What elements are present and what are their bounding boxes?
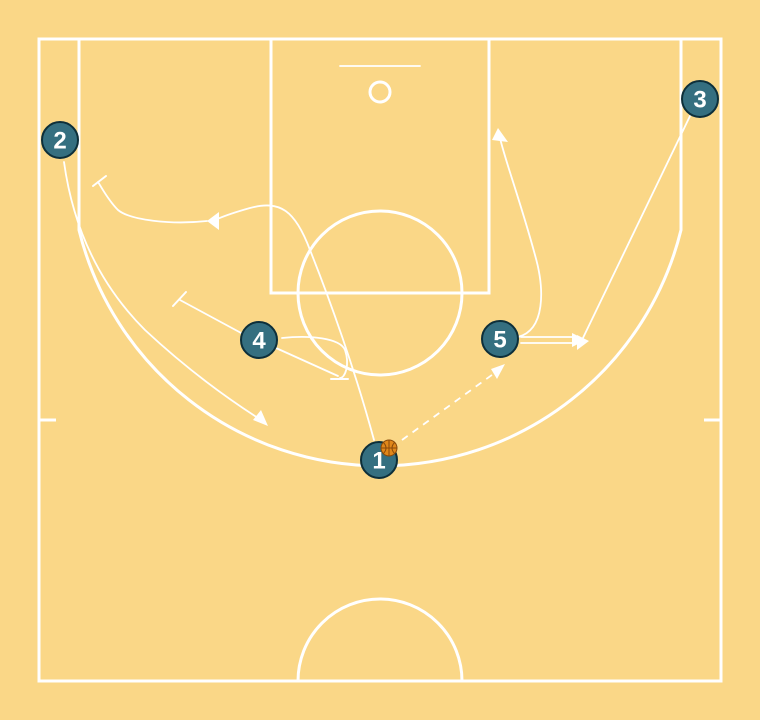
player-3-marker[interactable]: 3 bbox=[681, 80, 719, 118]
player-5-label: 5 bbox=[493, 327, 506, 354]
player-3-circle bbox=[681, 80, 719, 118]
player-1-cut-path bbox=[214, 204, 375, 441]
player-1-marker[interactable]: 1 bbox=[360, 439, 398, 479]
player-1-curl-path bbox=[97, 181, 208, 224]
center-circle bbox=[296, 597, 464, 682]
player-5-arrowhead bbox=[492, 128, 508, 142]
player-3-cut-path bbox=[581, 115, 691, 341]
player-5-marker[interactable]: 5 bbox=[481, 320, 519, 358]
play-movements bbox=[63, 115, 691, 441]
player-4-screen-path bbox=[179, 299, 244, 335]
player-markers: 1 2 3 4 5 bbox=[41, 80, 719, 479]
player-1-curl-screen-mark bbox=[92, 175, 107, 187]
player-4-label: 4 bbox=[252, 328, 266, 355]
player-4-marker[interactable]: 4 bbox=[240, 321, 278, 359]
player-2-marker[interactable]: 2 bbox=[41, 121, 79, 159]
player-1-cut-arrowhead bbox=[207, 212, 219, 230]
player-4-loop-path bbox=[281, 336, 348, 379]
player-2-cut-path bbox=[63, 161, 259, 419]
player-2-circle bbox=[41, 121, 79, 159]
pass-arrowhead bbox=[491, 364, 505, 379]
free-throw-circle bbox=[296, 209, 464, 377]
player-5-handoff-path bbox=[520, 336, 577, 344]
player-4-circle bbox=[240, 321, 278, 359]
pass-1-to-5 bbox=[401, 371, 497, 441]
paint-lane bbox=[269, 37, 491, 295]
player-4-screen-mark bbox=[172, 291, 187, 307]
player-3-label: 3 bbox=[693, 87, 706, 114]
basket-hoop bbox=[368, 80, 392, 104]
player-2-label: 2 bbox=[53, 128, 66, 155]
player-2-arrowhead bbox=[253, 410, 268, 426]
player-4-roll-path bbox=[275, 347, 339, 377]
court-boundary bbox=[37, 37, 723, 683]
player-5-cut-path bbox=[499, 137, 543, 338]
player-5-handoff-arrowhead bbox=[572, 333, 586, 347]
basketball-icon bbox=[380, 439, 398, 457]
player-5-circle bbox=[481, 320, 519, 358]
player-1-label: 1 bbox=[372, 448, 385, 475]
court-lines bbox=[37, 37, 723, 683]
